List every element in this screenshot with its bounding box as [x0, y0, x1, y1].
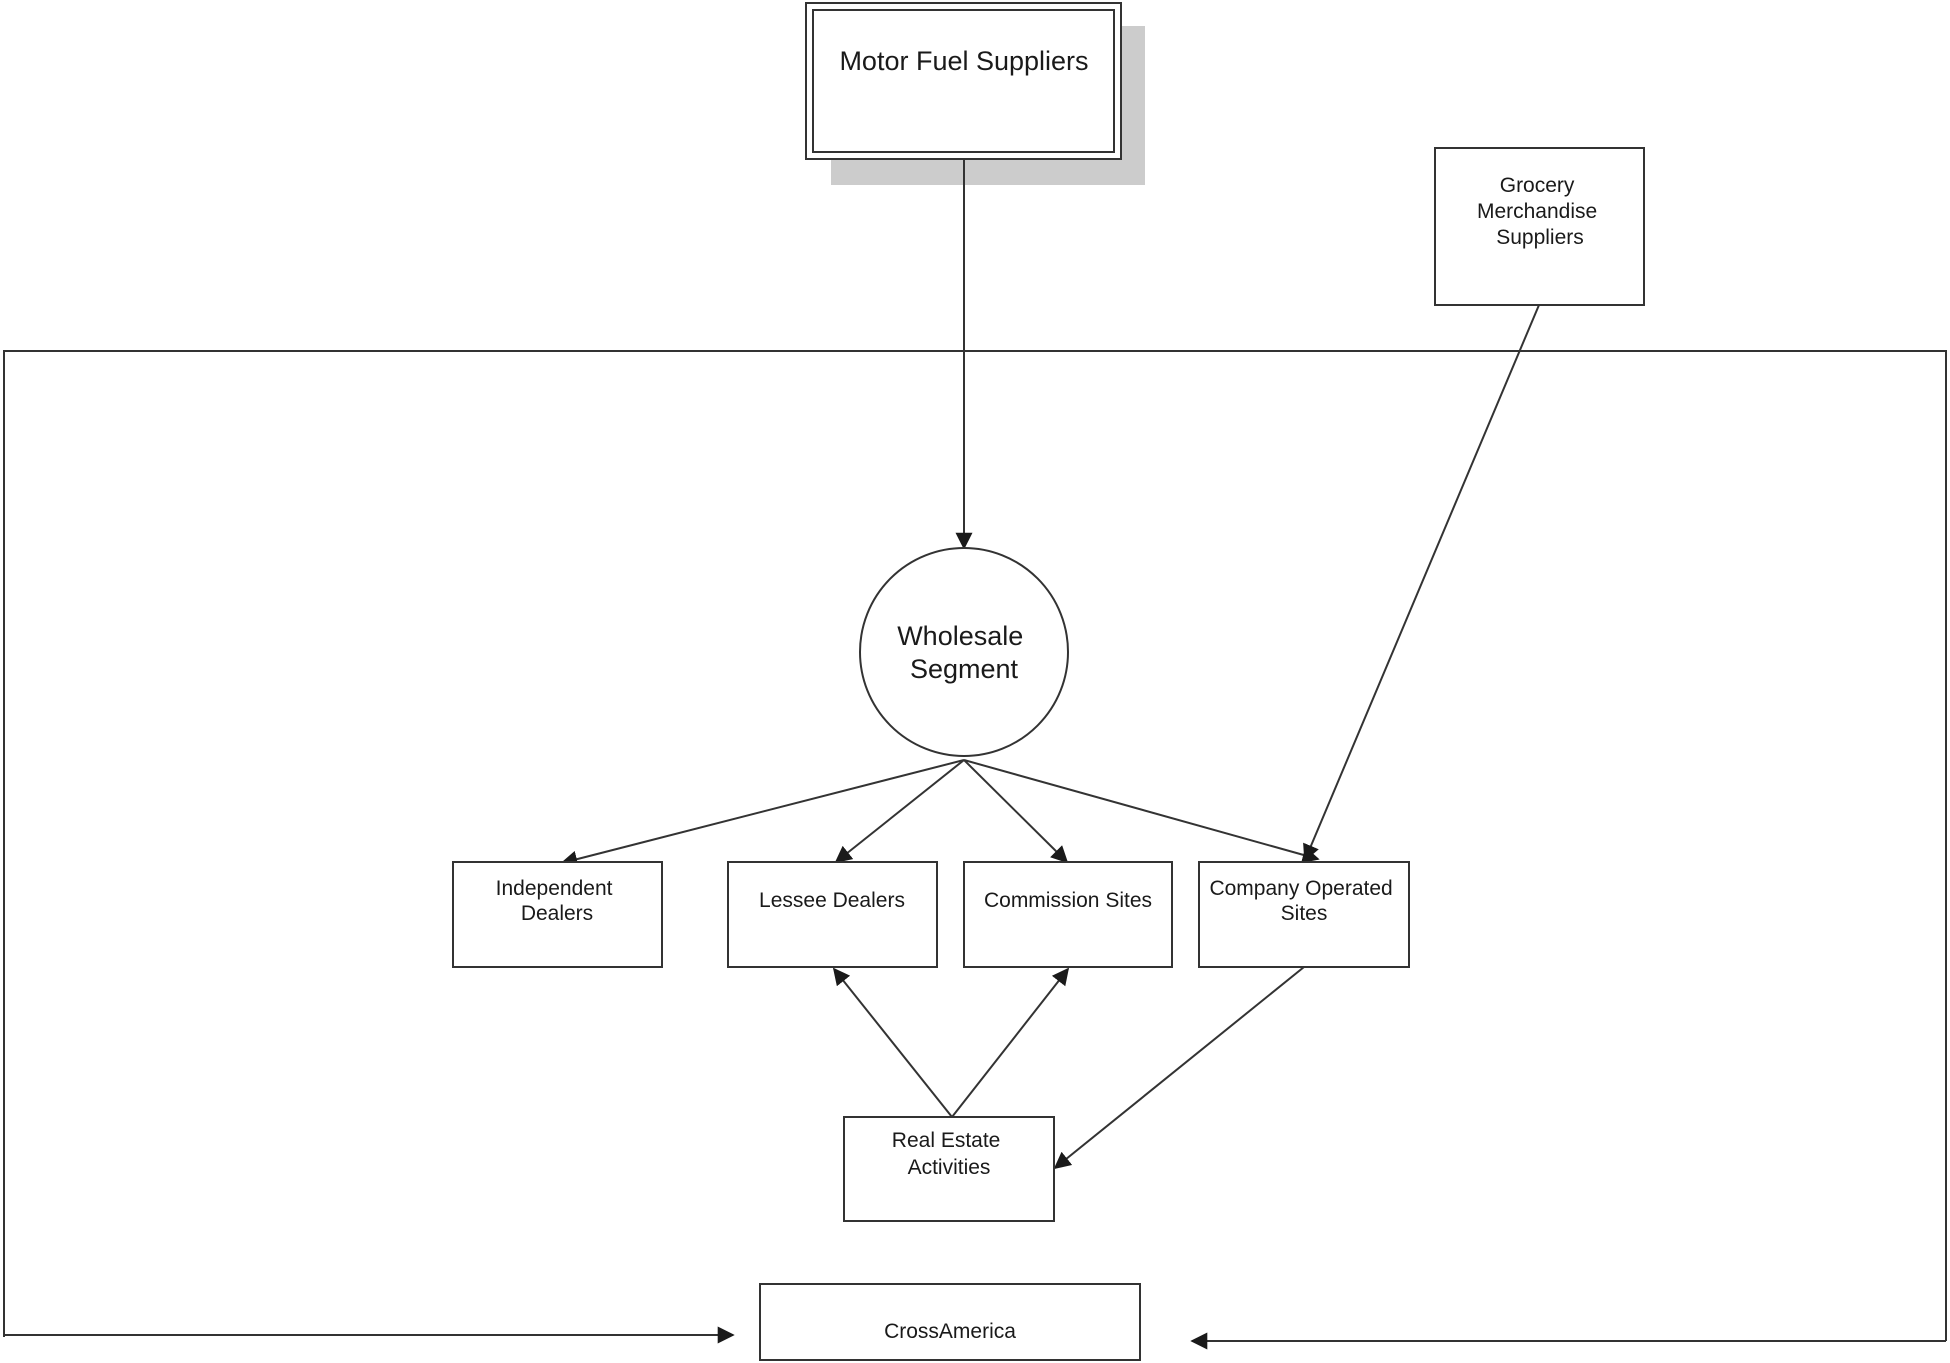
- lessee-dealers-box: [727, 861, 938, 968]
- wholesale-segment-circle: [859, 547, 1069, 757]
- crossamerica-label: CrossAmerica: [884, 1320, 1016, 1343]
- grocery-merchandise-suppliers-label: Grocery Merchandise Suppliers: [1477, 174, 1603, 249]
- independent-dealers-label: Independent Dealers: [496, 877, 619, 925]
- grocery-line-1: Grocery: [1500, 174, 1575, 197]
- lessee-dealers-label: Lessee Dealers: [759, 889, 905, 912]
- connector-grocery-to-company-operated: [1303, 304, 1540, 862]
- grocery-merchandise-suppliers-node: Grocery Merchandise Suppliers: [1434, 147, 1645, 306]
- real-estate-line-2: Activities: [908, 1156, 991, 1179]
- wholesale-segment-label: Wholesale Segment: [897, 621, 1031, 684]
- connector-real-estate-to-lessee-dealers: [832, 967, 953, 1118]
- company-operated-line-2: Sites: [1281, 902, 1328, 925]
- real-estate-line-1: Real Estate: [892, 1129, 1001, 1152]
- independent-dealers-node: Independent Dealers: [452, 861, 663, 968]
- enclosing-frame: [3, 350, 1947, 1341]
- connector-real-estate-to-commission-sites: [951, 967, 1070, 1118]
- connector-company-operated-to-real-estate: [1053, 966, 1305, 1170]
- company-operated-sites-label: Company Operated Sites: [1209, 877, 1398, 925]
- wholesale-segment-node: Wholesale Segment: [859, 547, 1069, 757]
- independent-line-2: Dealers: [521, 902, 593, 925]
- lessee-dealers-node: Lessee Dealers: [727, 861, 938, 968]
- real-estate-activities-node: Real Estate Activities: [843, 1116, 1055, 1222]
- company-operated-line-1: Company Operated: [1209, 877, 1392, 900]
- motor-fuel-suppliers-label: Motor Fuel Suppliers: [839, 46, 1088, 76]
- grocery-line-2: Merchandise: [1477, 200, 1597, 223]
- commission-sites-label: Commission Sites: [984, 889, 1152, 912]
- grocery-line-3: Suppliers: [1496, 226, 1584, 249]
- commission-sites-box: [963, 861, 1173, 968]
- independent-line-1: Independent: [496, 877, 613, 900]
- crossamerica-node: CrossAmerica: [759, 1283, 1141, 1361]
- crossamerica-box: [759, 1283, 1141, 1361]
- connector-wholesale-to-independent-dealers: [560, 759, 965, 868]
- wholesale-line-1: Wholesale: [897, 621, 1023, 651]
- real-estate-activities-box: [843, 1116, 1055, 1222]
- motor-fuel-suppliers-inner-border: [812, 9, 1115, 153]
- grocery-merchandise-suppliers-box: [1434, 147, 1645, 306]
- motor-fuel-suppliers-node: Motor Fuel Suppliers: [805, 2, 1145, 185]
- connector-wholesale-to-lessee-dealers: [834, 759, 965, 864]
- company-operated-sites-node: Company Operated Sites: [1198, 861, 1410, 968]
- connector-wholesale-to-commission-sites: [963, 759, 1069, 864]
- connector-wholesale-to-company-operated: [963, 759, 1320, 864]
- commission-sites-node: Commission Sites: [963, 861, 1173, 968]
- wholesale-line-2: Segment: [910, 654, 1019, 684]
- real-estate-activities-label: Real Estate Activities: [892, 1129, 1006, 1179]
- independent-dealers-box: [452, 861, 663, 968]
- motor-fuel-suppliers-box: [805, 2, 1122, 160]
